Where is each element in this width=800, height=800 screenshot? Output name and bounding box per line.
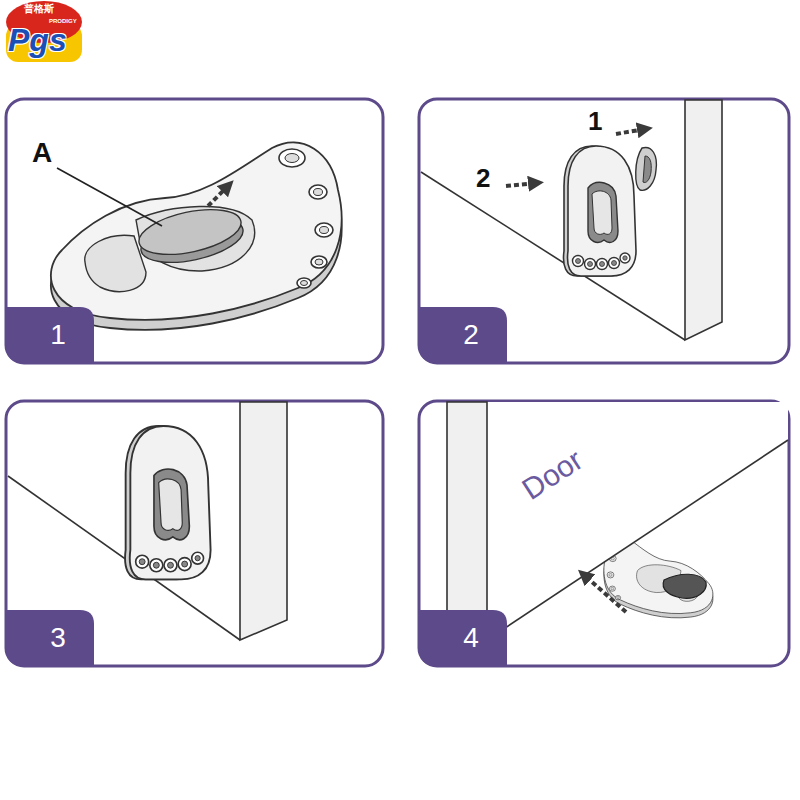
tab-text-holder: 1 bbox=[6, 307, 94, 363]
brand-logo: Pgs bbox=[8, 24, 67, 56]
drawing-part bbox=[135, 202, 245, 263]
step-tab: 3 bbox=[6, 610, 94, 666]
drawing-part bbox=[240, 402, 287, 640]
step-number: 3 bbox=[34, 624, 66, 652]
step-tab: 4 bbox=[419, 610, 507, 666]
part-letter: A bbox=[32, 138, 52, 169]
drawing-part bbox=[487, 402, 788, 640]
tab-fill bbox=[6, 307, 94, 363]
tab-text-holder: 2 bbox=[419, 307, 507, 363]
brand-logo-badge: 普格斯PRODIGYPgs bbox=[2, 0, 86, 64]
step-number: 4 bbox=[447, 624, 479, 652]
drawing-part bbox=[125, 426, 211, 579]
step-tab: 2 bbox=[419, 307, 507, 363]
step-number: 2 bbox=[476, 164, 490, 193]
drawing-part bbox=[636, 147, 657, 190]
tab-shape bbox=[419, 610, 507, 666]
drawing-part bbox=[419, 99, 789, 363]
panel-frames bbox=[6, 99, 789, 666]
label-holder: 2 bbox=[476, 164, 490, 193]
label-holder: A bbox=[32, 138, 52, 169]
step-number: 2 bbox=[447, 321, 479, 349]
drawing-part bbox=[616, 129, 645, 134]
tab-text-holder: 3 bbox=[6, 610, 94, 666]
drawing-part bbox=[564, 146, 636, 276]
panel-1-art bbox=[51, 142, 342, 329]
drawing-part bbox=[663, 574, 706, 598]
tab-fill bbox=[6, 610, 94, 666]
drawing-part bbox=[57, 168, 162, 226]
tab-shape bbox=[6, 307, 94, 363]
drawing-part bbox=[506, 183, 536, 186]
drawing-part bbox=[643, 156, 651, 183]
drawing-part bbox=[6, 99, 383, 363]
tab-fill bbox=[419, 610, 507, 666]
drawing-part bbox=[419, 401, 789, 666]
step-tab: 1 bbox=[6, 307, 94, 363]
brand-chinese: 普格斯 bbox=[24, 4, 54, 14]
drawing-part bbox=[6, 401, 383, 666]
tab-text-holder: 4 bbox=[419, 610, 507, 666]
tab-fill bbox=[419, 307, 507, 363]
drawing-part bbox=[208, 186, 228, 206]
step-number: 1 bbox=[34, 321, 66, 349]
panel-3-art bbox=[8, 402, 287, 640]
step-number: 1 bbox=[588, 107, 602, 136]
drawing-part bbox=[584, 575, 626, 612]
drawing-part bbox=[685, 100, 722, 340]
panel-2-art bbox=[421, 100, 722, 340]
tab-shape bbox=[419, 307, 507, 363]
drawing-part bbox=[487, 440, 788, 640]
label-holder: 1 bbox=[588, 107, 602, 136]
drawing-part bbox=[51, 142, 342, 329]
tab-shape bbox=[6, 610, 94, 666]
